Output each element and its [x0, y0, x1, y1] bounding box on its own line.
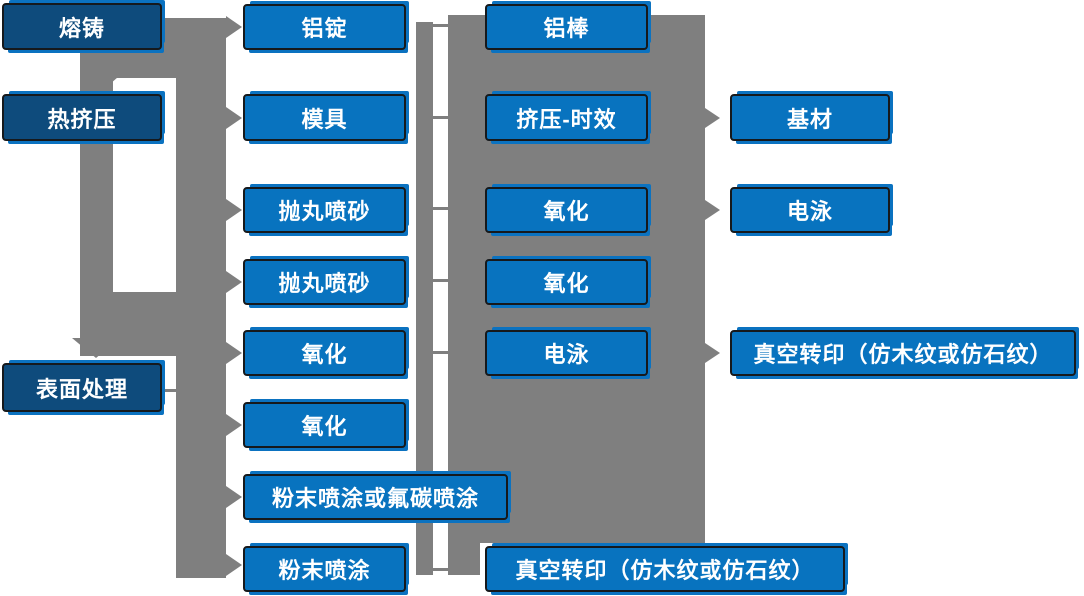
- arrowhead-to-oxidation-1: [226, 342, 242, 364]
- node-oxidation-1: 氧化: [243, 330, 406, 376]
- arrowhead-to-oxidation-2: [226, 414, 242, 436]
- node-label: 电泳: [543, 342, 590, 367]
- node-powder-or-fluorocarbon-coating: 粉末喷涂或氟碳喷涂: [243, 474, 508, 520]
- node-label: 氧化: [301, 414, 348, 439]
- connector-tie-row5: [433, 351, 448, 354]
- node-oxidation-3: 氧化: [485, 187, 648, 233]
- connector-tie-row8: [433, 568, 448, 571]
- node-label: 基材: [786, 106, 833, 132]
- node-label: 模具: [301, 106, 348, 132]
- node-label: 真空转印（仿木纹或仿石纹）: [515, 558, 815, 583]
- connector-center-block-foot: [448, 543, 480, 575]
- node-label: 氧化: [301, 342, 348, 367]
- node-vacuum-transfer-2: 真空转印（仿木纹或仿石纹）: [730, 330, 1076, 376]
- connector-tie-row2: [433, 116, 448, 119]
- arrowhead-to-shot-blasting-1: [226, 199, 242, 221]
- node-vacuum-transfer-1: 真空转印（仿木纹或仿石纹）: [485, 546, 845, 592]
- node-powder-coating: 粉末喷涂: [243, 546, 406, 592]
- arrowhead-to-shot-blasting-2: [226, 271, 242, 293]
- arrowhead-to-powder-coating: [226, 554, 242, 576]
- connector-middle-vertical-bar: [416, 22, 433, 575]
- node-label: 粉末喷涂或氟碳喷涂: [271, 486, 479, 511]
- node-label: 氧化: [543, 199, 590, 224]
- node-label: 氧化: [543, 271, 590, 296]
- node-shot-blasting-1: 抛丸喷砂: [243, 187, 406, 233]
- node-label: 抛丸喷砂: [278, 271, 371, 296]
- arrowhead-to-aluminum-ingot: [226, 16, 242, 38]
- connector-surface-treatment-link: [160, 389, 176, 392]
- arrowhead-to-mold: [226, 107, 242, 129]
- node-label: 电泳: [786, 199, 833, 224]
- node-label: 热挤压: [47, 106, 117, 132]
- node-hot-extrusion: 热挤压: [2, 94, 162, 141]
- node-label: 铝棒: [543, 16, 590, 41]
- arrowhead-to-vacuum-transfer-right: [705, 343, 720, 363]
- node-electrophoresis-1: 电泳: [485, 330, 648, 376]
- node-extrusion-aging: 挤压-时效: [485, 94, 648, 141]
- node-label: 抛丸喷砂: [278, 199, 371, 224]
- connector-merge-block: [80, 292, 226, 356]
- arrowhead-to-electrophoresis-right: [705, 200, 720, 220]
- node-label: 表面处理: [35, 376, 128, 402]
- node-oxidation-4: 氧化: [485, 259, 648, 305]
- node-label: 熔铸: [58, 15, 105, 41]
- node-oxidation-2: 氧化: [243, 402, 406, 448]
- node-aluminum-ingot: 铝锭: [243, 4, 406, 50]
- node-label: 粉末喷涂: [278, 558, 371, 583]
- node-label: 挤压-时效: [516, 106, 617, 132]
- connector-tie-row4: [433, 279, 448, 282]
- node-surface-treatment: 表面处理: [2, 363, 162, 412]
- node-label: 铝锭: [301, 16, 348, 41]
- node-label: 真空转印（仿木纹或仿石纹）: [753, 342, 1053, 367]
- connector-tie-row1: [433, 24, 448, 27]
- node-melt-casting: 熔铸: [2, 3, 162, 50]
- arrowhead-to-powder-fluorocarbon: [226, 486, 242, 508]
- node-mold: 模具: [243, 94, 406, 141]
- arrowhead-to-base-material: [705, 108, 720, 128]
- node-shot-blasting-2: 抛丸喷砂: [243, 259, 406, 305]
- node-electrophoresis-2: 电泳: [730, 187, 890, 233]
- node-base-material: 基材: [730, 94, 890, 141]
- connector-tie-row3: [433, 207, 448, 210]
- node-aluminum-rod: 铝棒: [485, 4, 648, 50]
